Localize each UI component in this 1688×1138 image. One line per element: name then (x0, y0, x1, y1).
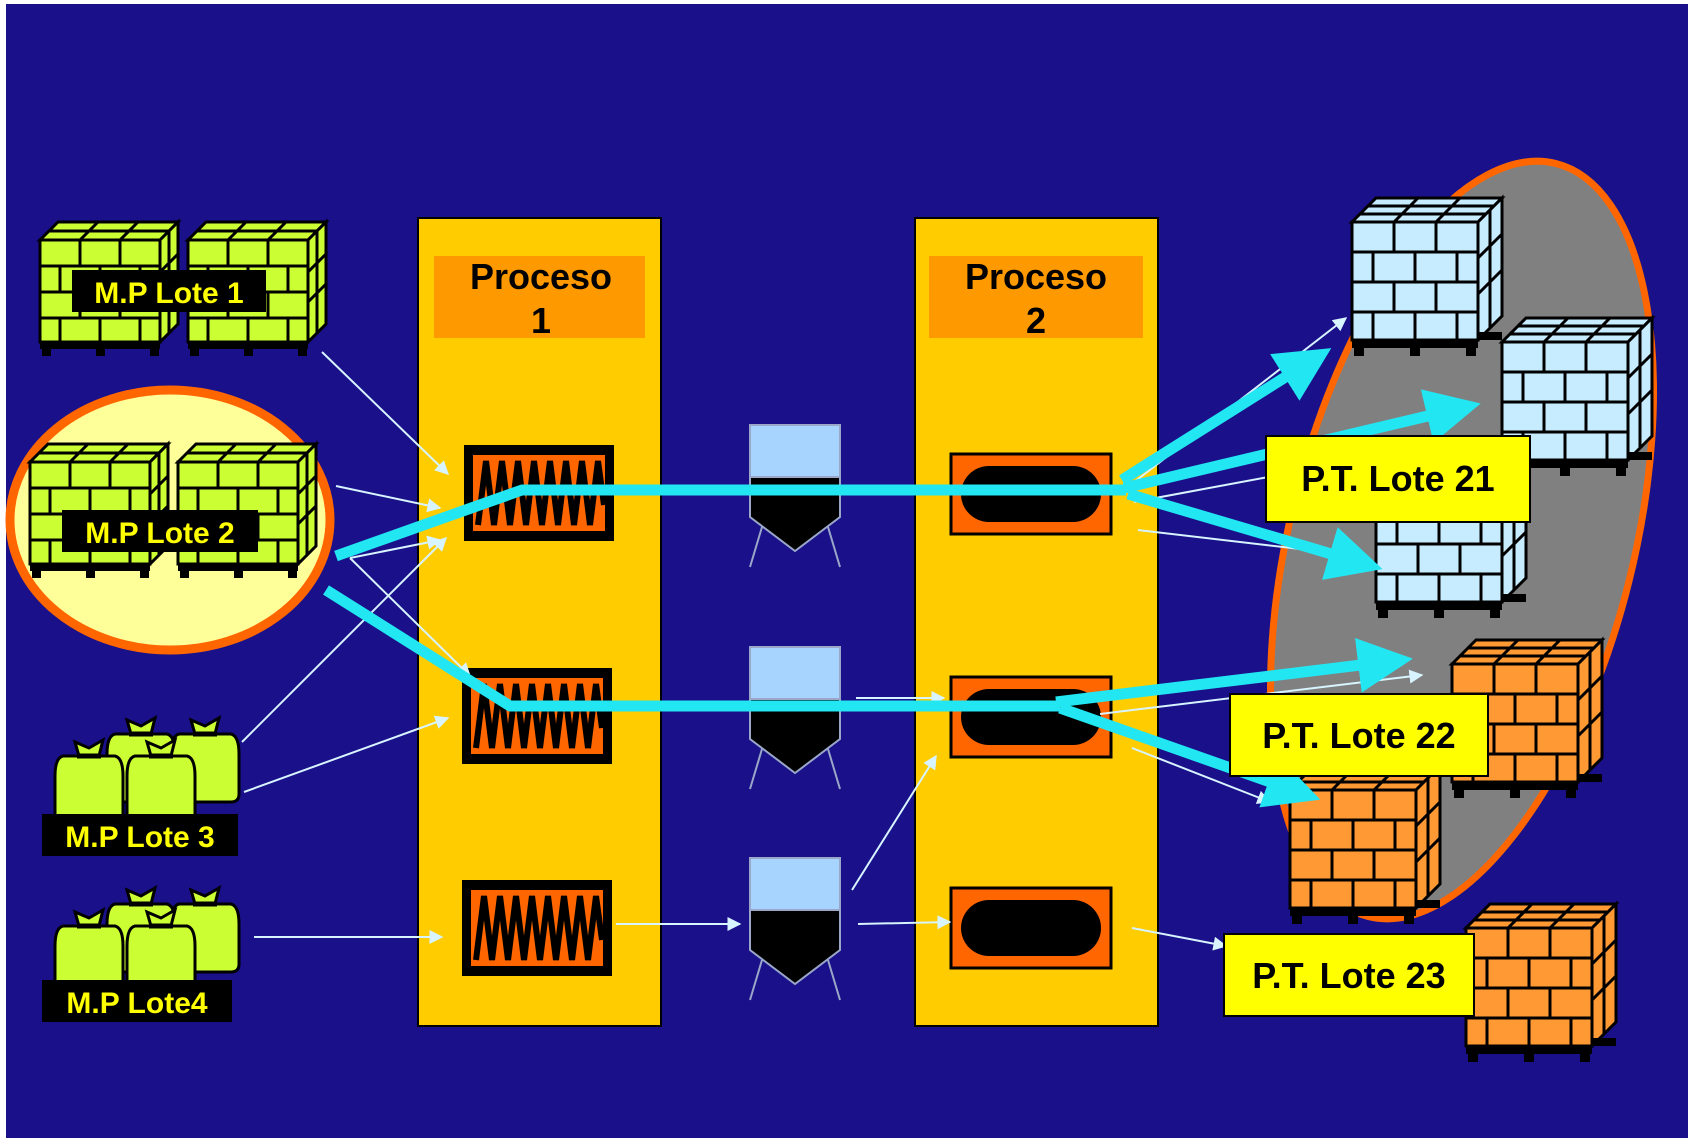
product-lot-22-label: P.T. Lote 22 (1229, 693, 1489, 777)
raw-lot-4-bags (55, 888, 239, 994)
product-lot-21-label: P.T. Lote 21 (1265, 435, 1531, 523)
raw-lot-3-bags (55, 718, 239, 824)
svg-text:M.P Lote 1: M.P Lote 1 (94, 277, 243, 310)
process-2-machine-c (949, 886, 1113, 970)
intermediate-tank-b (749, 646, 841, 790)
process-1-title-line2: 1 (531, 300, 551, 341)
process-1-machine-b (462, 668, 612, 764)
svg-text:P.T. Lote 21: P.T. Lote 21 (1301, 458, 1494, 499)
product-pallet-orange-3 (1464, 902, 1618, 1064)
svg-text:P.T. Lote 22: P.T. Lote 22 (1262, 715, 1455, 756)
process-2-title-line1: Proceso (965, 256, 1107, 297)
svg-text:M.P Lote 2: M.P Lote 2 (85, 517, 234, 550)
intermediate-tank-c (749, 857, 841, 1001)
raw-lot-4-label: M.P Lote4 (42, 980, 232, 1022)
svg-text:M.P Lote4: M.P Lote4 (66, 987, 207, 1020)
intermediate-tank-a (749, 424, 841, 568)
raw-lot-3-label: M.P Lote 3 (42, 814, 238, 856)
process-1-title-line1: Proceso (470, 256, 612, 297)
svg-text:P.T. Lote 23: P.T. Lote 23 (1252, 955, 1445, 996)
raw-lot-2-label: M.P Lote 2 (62, 510, 258, 552)
process-1-column: Proceso 1 (417, 217, 662, 1027)
product-lot-23-label: P.T. Lote 23 (1223, 933, 1475, 1017)
raw-lot-1-label: M.P Lote 1 (72, 270, 266, 312)
process-1-machine-c (462, 880, 612, 976)
product-pallet-orange-2 (1288, 764, 1442, 926)
process-2-title-line2: 2 (1026, 300, 1046, 341)
product-pallet-blue-1 (1350, 196, 1504, 358)
svg-text:M.P Lote 3: M.P Lote 3 (65, 821, 214, 854)
